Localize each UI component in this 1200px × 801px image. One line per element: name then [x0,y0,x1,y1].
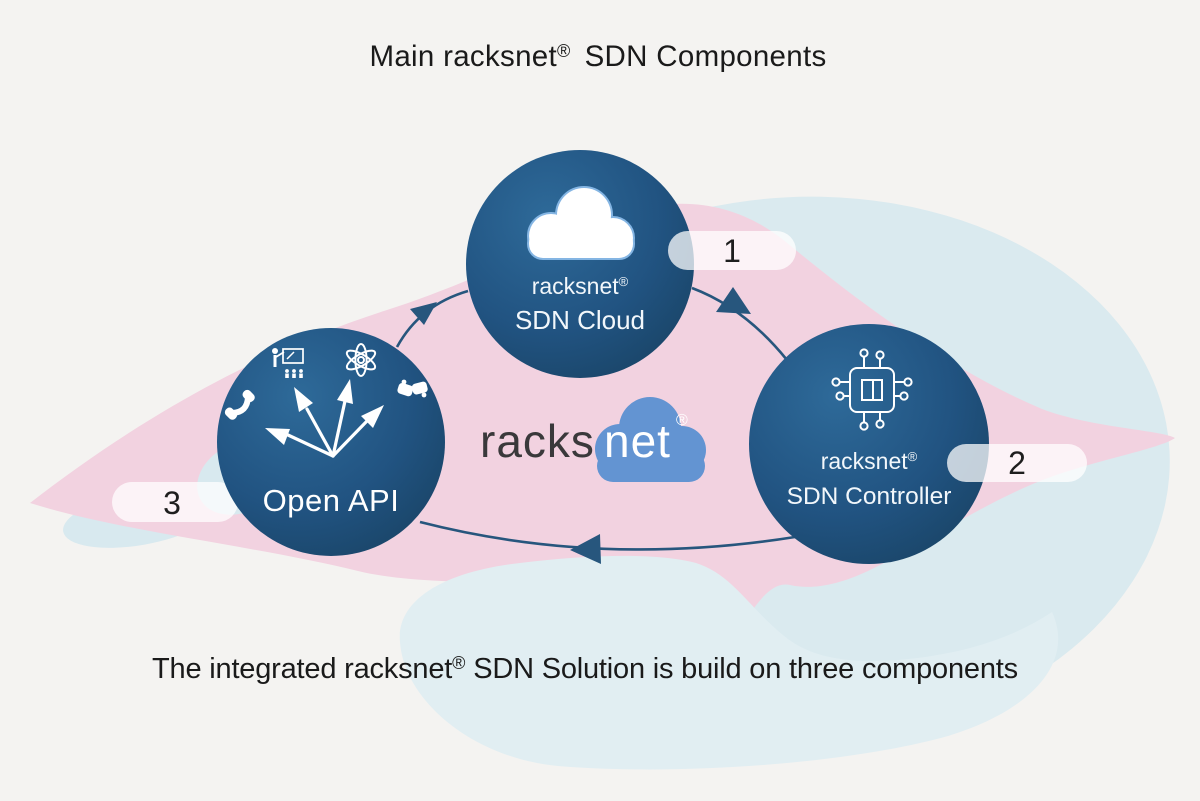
badge-2-pill [947,444,1087,482]
badge-2: 2 [947,444,1087,482]
phone-icon [224,389,255,420]
logo-cloud-shape [595,397,706,482]
cloud-node-brand: racksnet® [532,273,629,299]
badge-1-number: 1 [723,233,741,269]
controller-node-brand: racksnet® [821,448,918,474]
badge-1: 1 [668,231,796,270]
openapi-node-name: Open API [263,483,400,518]
node-controller-circle [749,324,989,564]
handshake-icon [397,379,428,398]
logo-registered-mark: ® [676,412,688,429]
cycle-arrowhead-right [716,287,751,314]
badge-3-number: 3 [163,485,181,521]
logo-word-net: net [604,415,671,467]
cycle-arrowhead-left [410,302,437,325]
chip-icon [831,348,913,431]
badge-3-pill [112,482,238,522]
footer-caption: The integrated racksnet®SDN Solution is … [152,653,1018,685]
racksnet-logo: racks net ® [480,397,706,482]
badge-1-pill [668,231,796,270]
cycle-arrowheads [410,287,751,564]
page-title: Main racksnet®SDN Components [369,40,826,73]
logo-word-racks: racks [480,415,595,467]
badge-2-number: 2 [1008,445,1026,481]
background-blob-blue-wave [399,555,1059,770]
node-openapi-circle [217,328,445,556]
cycle-arrow-bottom [419,520,796,551]
presentation-icon [272,348,304,378]
controller-node-name: SDN Controller [787,483,952,510]
cycle-arrow-right [691,286,789,361]
node-cloud-circle [466,150,694,378]
fan-arrows-icon [265,379,384,458]
atom-icon [345,343,377,377]
badge-3: 3 [112,482,238,522]
cloud-icon [527,186,635,260]
cloud-node-name: SDN Cloud [515,305,645,335]
cycle-arrowhead-bottom [570,534,601,564]
